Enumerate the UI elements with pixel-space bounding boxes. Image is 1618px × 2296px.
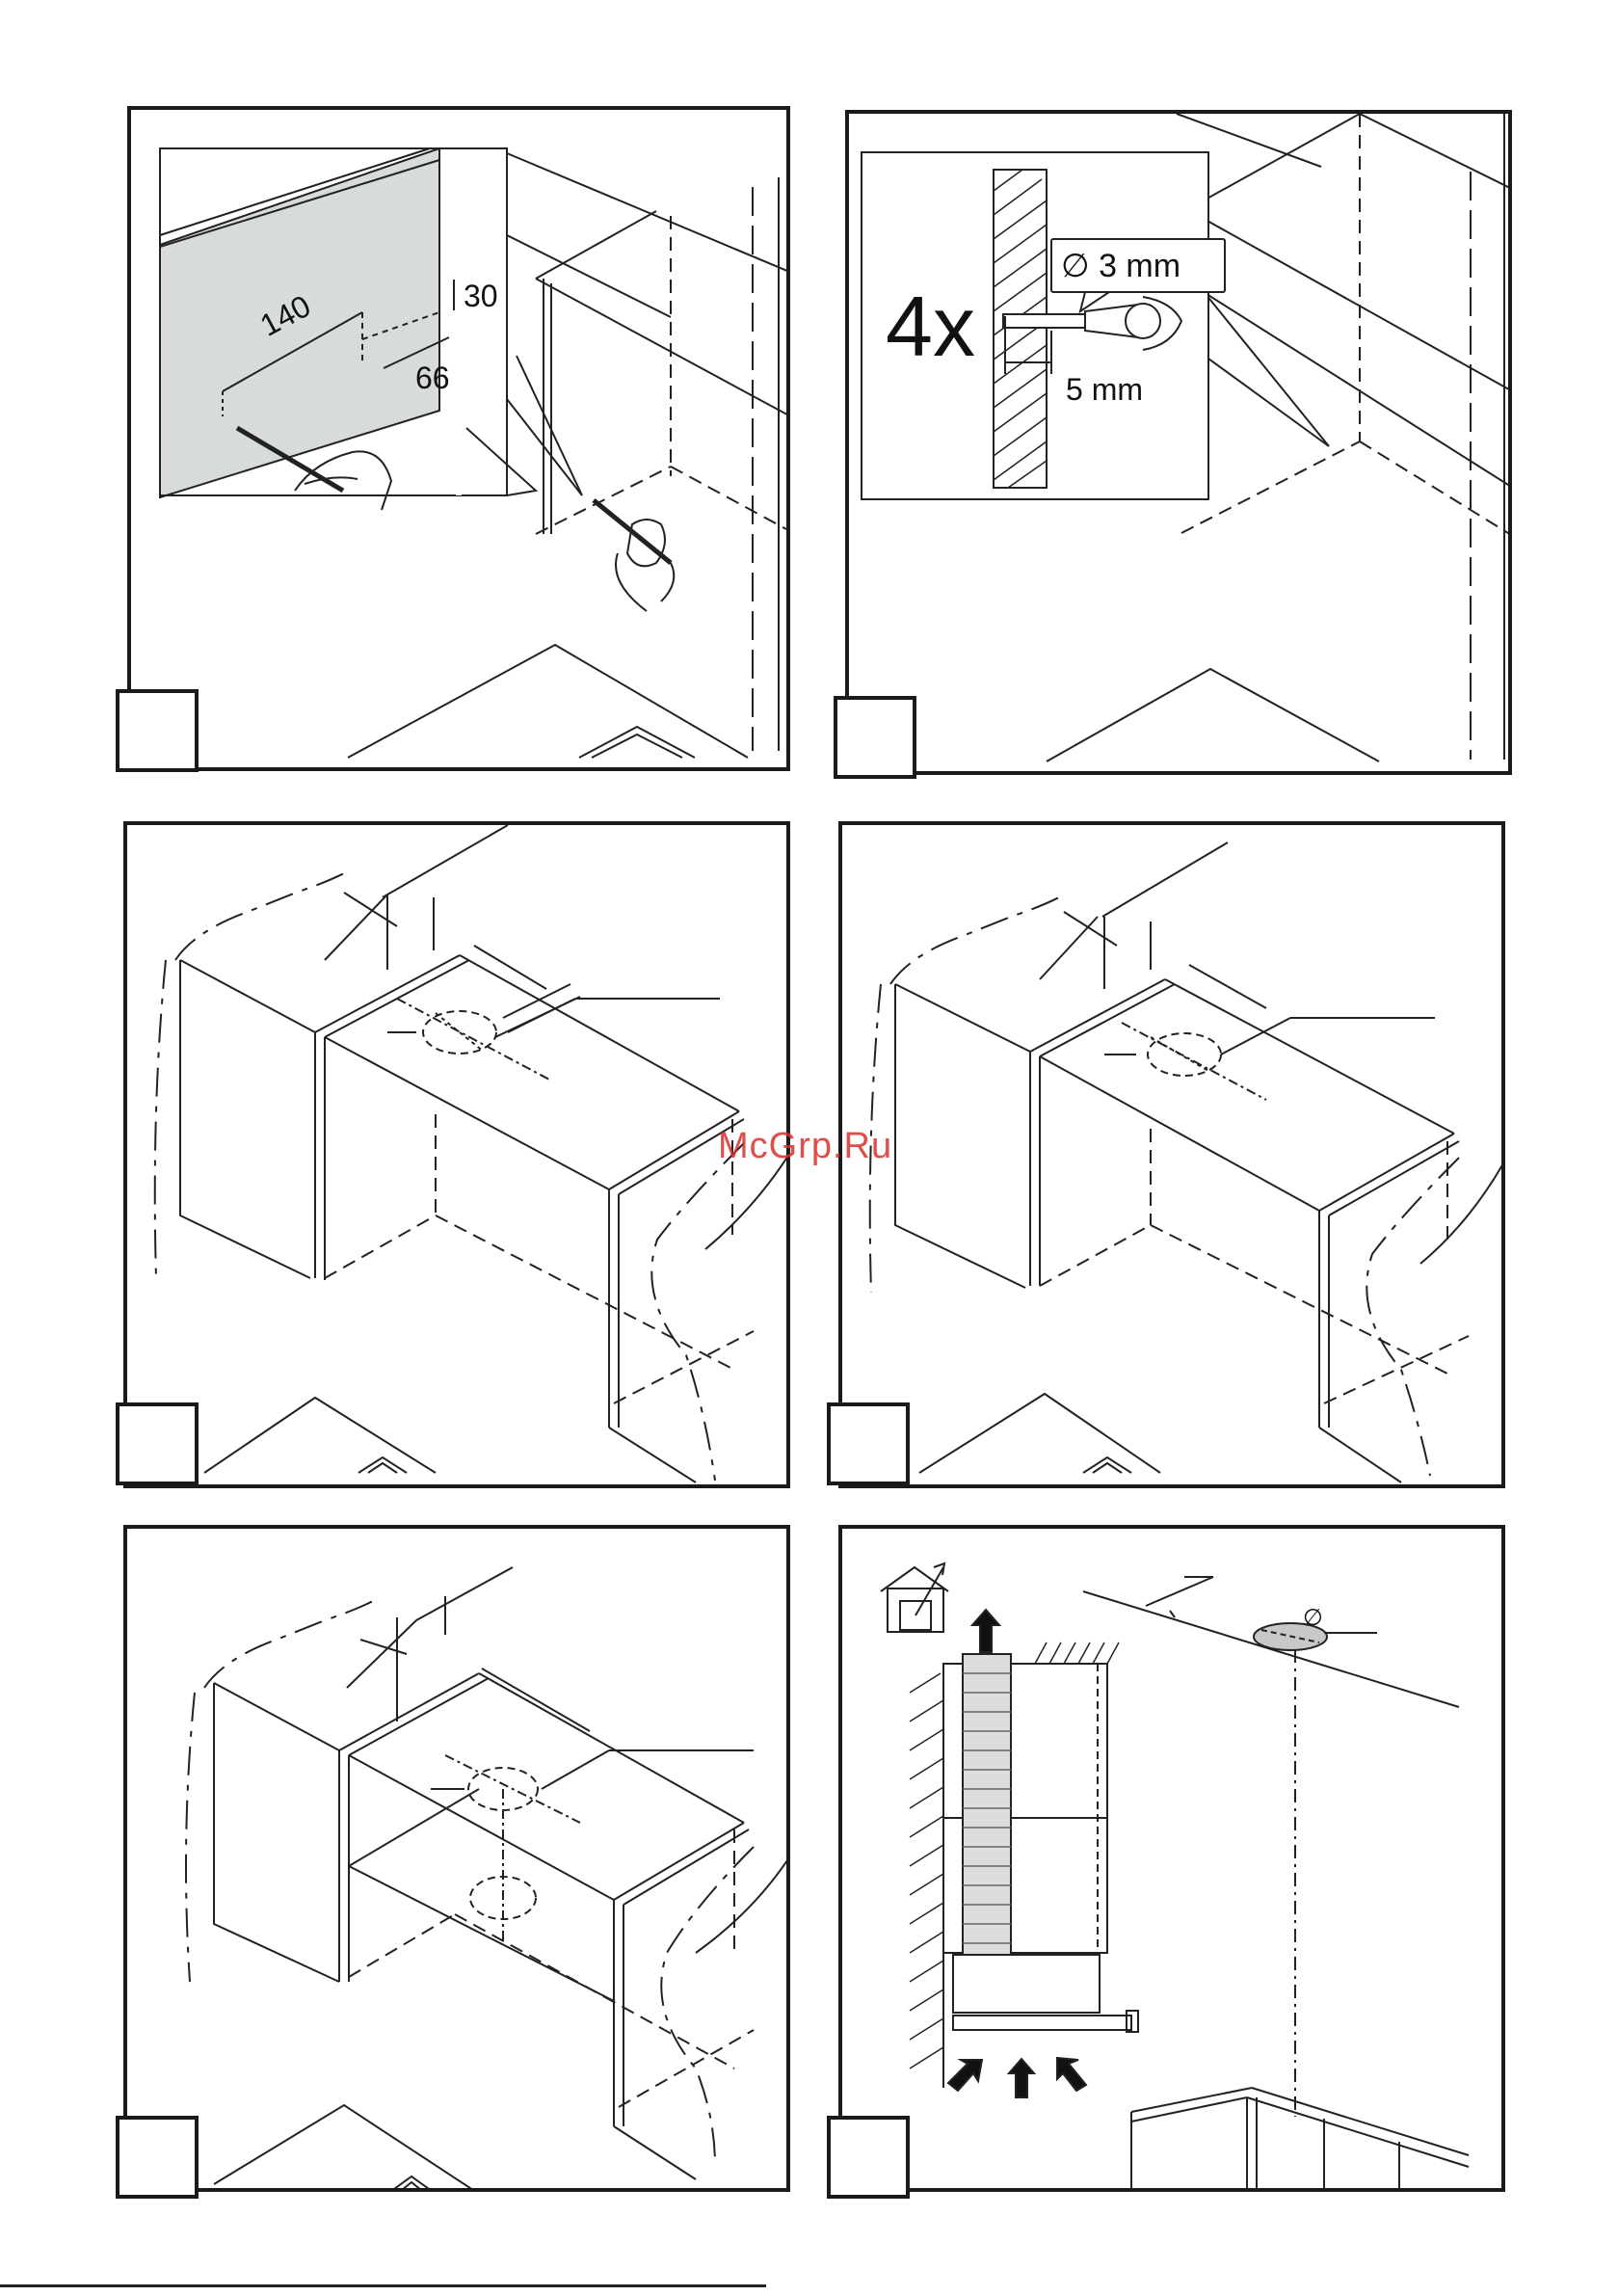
panel-step-6: ∅ xyxy=(838,1525,1505,2192)
panel-6-drawing xyxy=(842,1529,1505,2192)
house-vent-icon xyxy=(881,1563,948,1632)
step-badge-3 xyxy=(116,1402,199,1485)
panel-step-4 xyxy=(838,821,1505,1488)
step-badge-4 xyxy=(827,1402,910,1485)
diameter-symbol: ∅ xyxy=(1303,1604,1323,1632)
bottom-rule xyxy=(0,2284,766,2287)
step-badge-2 xyxy=(834,696,916,779)
dim-30: 30 xyxy=(464,279,498,314)
panel-step-1: 140 30 66 xyxy=(127,106,790,771)
step-badge-6 xyxy=(827,2116,910,2199)
drill-size: ∅ 3 mm xyxy=(1061,247,1180,285)
drill-depth: 5 mm xyxy=(1066,372,1143,408)
watermark-text: McGrp.Ru xyxy=(718,1126,892,1167)
multiplier-4x: 4x xyxy=(886,278,975,376)
panel-step-2: 4x ∅ 3 mm 5 mm xyxy=(845,110,1512,775)
step-badge-5 xyxy=(116,2116,199,2199)
panel-step-3 xyxy=(123,821,790,1488)
dim-66: 66 xyxy=(415,360,450,396)
step-badge-1 xyxy=(116,689,199,772)
panel-step-5 xyxy=(123,1525,790,2192)
panel-3-drawing xyxy=(127,825,790,1488)
panel-2-drawing xyxy=(849,114,1512,775)
panel-1-drawing xyxy=(131,110,790,771)
panel-5-drawing xyxy=(127,1529,790,2192)
panel-4-drawing xyxy=(842,825,1505,1488)
